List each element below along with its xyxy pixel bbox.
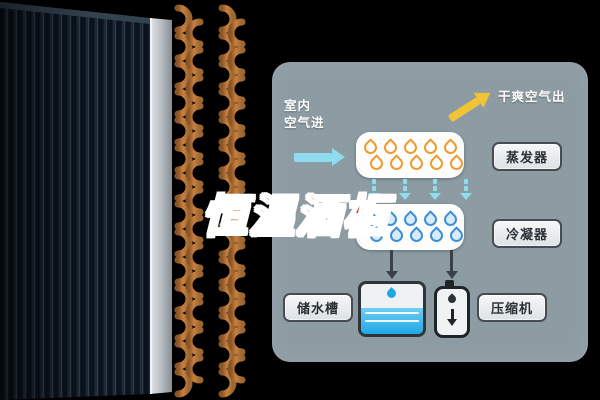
water-wave — [365, 320, 419, 322]
dash-bar — [372, 186, 376, 191]
air-in-arrow-icon — [294, 148, 345, 166]
dash-bar — [402, 179, 407, 184]
droplet-icon — [385, 287, 398, 300]
droplet-icon — [426, 226, 446, 245]
product-title: 恒温酒柜 — [201, 190, 391, 243]
compressor-label-text: 压缩机 — [490, 301, 533, 316]
compressor-label: 压缩机 — [477, 293, 547, 322]
indoor-air-in-label: 室内 空气进 — [284, 98, 325, 132]
down-arrow-icon — [368, 179, 380, 203]
tube-sheet — [150, 18, 172, 394]
arrow-head — [332, 148, 345, 166]
arrow-head — [429, 193, 442, 200]
water-wave — [365, 312, 419, 314]
compressor-nub — [445, 280, 454, 286]
tube-sheet-highlight — [150, 18, 152, 394]
evaporator-droplet-row — [356, 138, 464, 157]
evaporator-label-text: 蒸发器 — [505, 150, 548, 165]
down-arrow-icon — [386, 271, 398, 279]
drain-line — [450, 250, 453, 272]
arrow-head — [368, 193, 380, 200]
down-arrow-icon — [450, 309, 454, 319]
down-arrow-icon — [398, 179, 411, 203]
dash-bar — [372, 179, 376, 184]
dehumidification-diagram: 室内 空气进 干爽空气出 蒸发器 冷凝器 — [272, 62, 588, 362]
airflow-down-arrows — [360, 179, 480, 203]
condenser-box — [356, 204, 466, 250]
evaporator-label: 蒸发器 — [492, 142, 562, 171]
droplet-icon — [446, 154, 466, 173]
down-arrow-icon — [447, 319, 457, 326]
droplet-icon — [446, 226, 466, 245]
dry-air-out-label: 干爽空气出 — [498, 90, 566, 104]
dash-bar — [463, 186, 468, 191]
fin-block-shade — [0, 2, 150, 400]
dash-bar — [402, 186, 407, 191]
water-tank-label: 储水槽 — [283, 293, 353, 322]
dash-bar — [433, 186, 438, 191]
water-tank-label-text: 储水槽 — [296, 301, 339, 316]
air-out-arrow-icon — [445, 85, 496, 126]
droplet-icon — [406, 154, 426, 173]
heat-exchanger-photo — [0, 2, 246, 400]
droplet-icon — [406, 226, 426, 245]
dash-bar — [463, 179, 468, 184]
down-arrow-icon — [446, 271, 458, 279]
evaporator-box — [356, 132, 466, 178]
evaporator-droplet-row — [362, 154, 470, 173]
air-in-line2: 空气进 — [284, 116, 325, 130]
compressor-icon — [434, 280, 470, 338]
arrow-shaft — [294, 152, 332, 162]
air-in-line1: 室内 — [284, 99, 312, 113]
arrow-shaft — [447, 97, 481, 123]
condenser-label: 冷凝器 — [492, 219, 562, 248]
water-tank-icon — [358, 281, 426, 337]
droplet-icon — [426, 154, 446, 173]
drain-line — [390, 250, 393, 272]
droplet-icon — [366, 154, 386, 173]
down-arrow-icon — [429, 179, 442, 203]
arrow-head — [459, 193, 472, 200]
droplet-icon — [386, 154, 406, 173]
copper-tubes — [174, 4, 246, 398]
condenser-label-text: 冷凝器 — [505, 227, 548, 242]
dash-bar — [433, 179, 438, 184]
down-arrow-icon — [459, 179, 472, 203]
droplet-icon — [446, 293, 458, 305]
arrow-head — [398, 193, 411, 200]
